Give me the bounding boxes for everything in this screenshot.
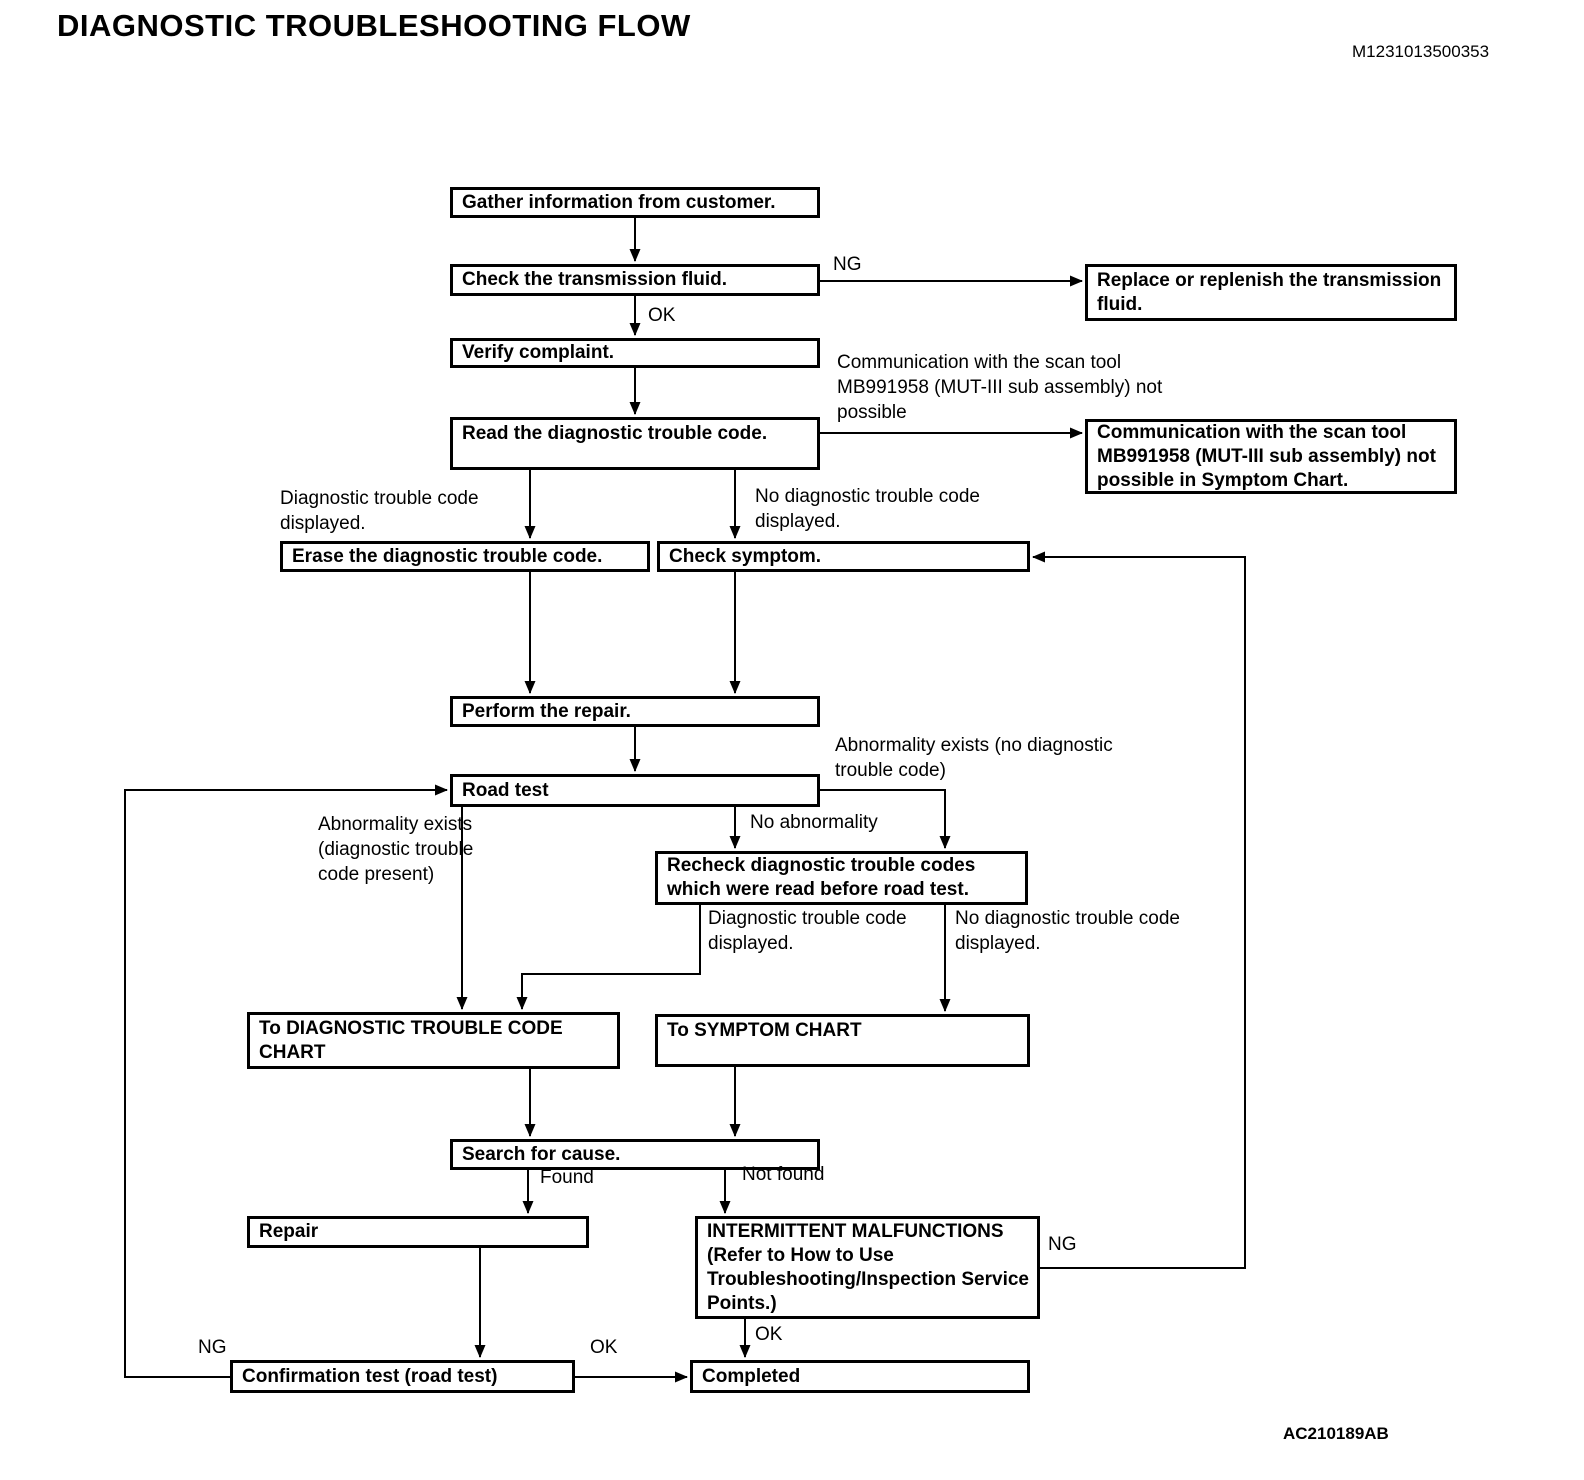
node-completed: Completed <box>690 1360 1030 1393</box>
edge-label-no-abnormality: No abnormality <box>750 812 878 833</box>
node-confirmation-test: Confirmation test (road test) <box>230 1360 575 1393</box>
node-search-cause: Search for cause. <box>450 1139 820 1170</box>
edge-label-found: Found <box>540 1167 594 1188</box>
page-title: DIAGNOSTIC TROUBLESHOOTING FLOW <box>57 8 691 43</box>
edge-label-not-found: Not found <box>742 1164 825 1185</box>
node-road-test: Road test <box>450 774 820 807</box>
node-check-fluid: Check the transmission fluid. <box>450 264 820 296</box>
edge-label-ng-intermittent: NG <box>1048 1234 1077 1255</box>
edge-label-dtc-displayed-2: Diagnostic trouble code displayed. <box>708 908 907 954</box>
edge-label-dtc-displayed-1: Diagnostic trouble code displayed. <box>280 488 479 534</box>
node-verify-complaint: Verify complaint. <box>450 338 820 368</box>
edge-label-no-dtc-displayed-1: No diagnostic trouble code displayed. <box>755 486 980 532</box>
node-to-symptom-chart: To SYMPTOM CHART <box>655 1014 1030 1067</box>
edge-label-ng-confirmation: NG <box>198 1337 227 1358</box>
node-replace-fluid: Replace or replenish the transmission fl… <box>1085 264 1457 321</box>
figure-code: AC210189AB <box>1283 1424 1389 1443</box>
document-code: M1231013500353 <box>1352 42 1490 61</box>
edge-label-abnormality-no-dtc: Abnormality exists (no diagnostic troubl… <box>835 735 1113 781</box>
edge-label-ok-confirmation: OK <box>590 1337 618 1358</box>
node-recheck-dtc: Recheck diagnostic trouble codes which w… <box>655 851 1028 905</box>
node-read-dtc: Read the diagnostic trouble code. <box>450 417 820 470</box>
edge-label-abnormality-dtc-present: Abnormality exists (diagnostic trouble c… <box>318 814 474 885</box>
node-comm-symptom-chart: Communication with the scan tool MB99195… <box>1085 419 1457 494</box>
edge-label-ok-check-fluid: OK <box>648 305 676 326</box>
node-intermittent-malfunctions: INTERMITTENT MALFUNCTIONS (Refer to How … <box>695 1216 1040 1319</box>
edge-label-comm-not-possible: Communication with the scan tool MB99195… <box>837 352 1163 423</box>
node-perform-repair: Perform the repair. <box>450 696 820 727</box>
node-erase-dtc: Erase the diagnostic trouble code. <box>280 541 650 572</box>
node-to-dtc-chart: To DIAGNOSTIC TROUBLE CODE CHART <box>247 1012 620 1069</box>
node-gather-information: Gather information from customer. <box>450 187 820 218</box>
edge-label-no-dtc-displayed-2: No diagnostic trouble code displayed. <box>955 908 1180 954</box>
node-repair: Repair <box>247 1216 589 1248</box>
edge-label-ok-intermittent: OK <box>755 1324 783 1345</box>
edge-label-ng-check-fluid: NG <box>833 254 862 275</box>
node-check-symptom: Check symptom. <box>657 541 1030 572</box>
